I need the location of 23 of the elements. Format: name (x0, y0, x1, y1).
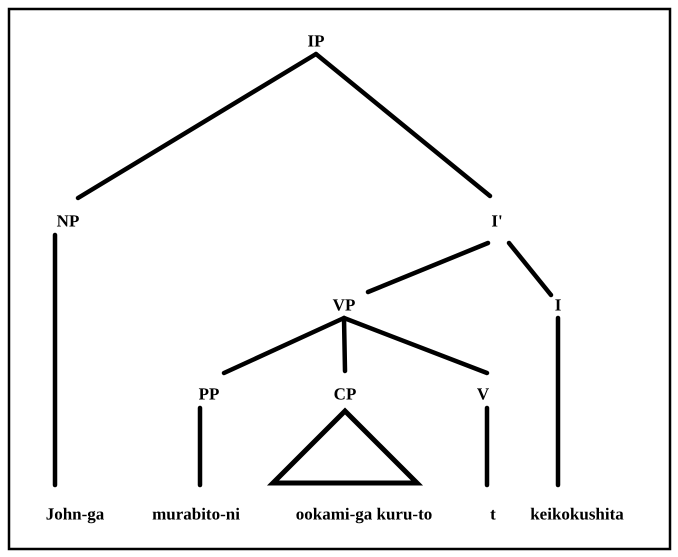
triangle-branch (266, 407, 424, 486)
tree-branch (484, 406, 490, 488)
tree-branch (342, 316, 490, 376)
tree-branch (198, 406, 202, 488)
tree-branch (76, 52, 318, 200)
tree-branch (314, 52, 492, 198)
category-label: V (476, 386, 490, 404)
tree-branch (52, 232, 58, 488)
word-label: murabito-ni (152, 506, 240, 524)
word-label: keikokushita (530, 506, 624, 524)
category-label: I' (491, 212, 503, 232)
word-label: t (490, 506, 496, 524)
category-label: I (554, 296, 562, 316)
tree-branch (506, 240, 554, 298)
category-label: CP (334, 386, 356, 404)
word-label: ookami-ga kuru-to (296, 506, 432, 524)
tree-branch (366, 240, 490, 294)
word-label: John-ga (46, 506, 104, 524)
category-label: NP (56, 212, 80, 232)
category-label: IP (308, 32, 324, 52)
category-label: VP (332, 296, 356, 316)
category-label: PP (198, 386, 220, 404)
tree-branch (556, 316, 560, 488)
